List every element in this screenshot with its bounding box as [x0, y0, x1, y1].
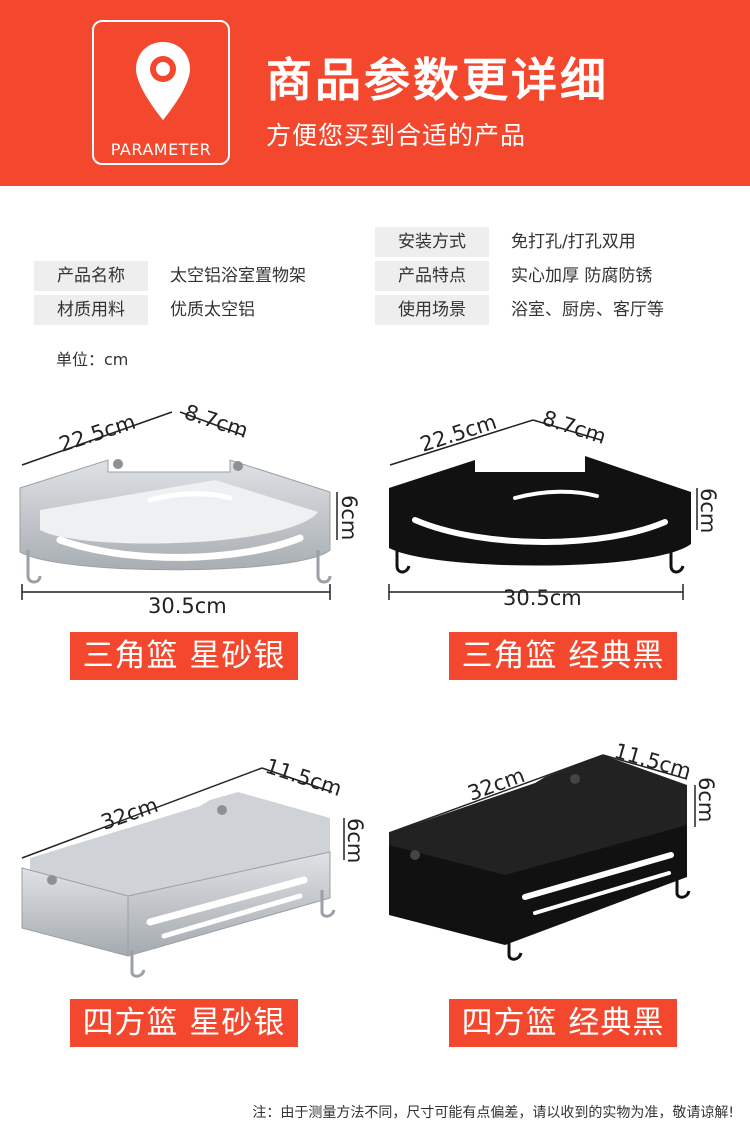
spec-row-material: 材质用料 优质太空铝: [34, 295, 255, 325]
product-image-rectangle-silver: 32cm 11.5cm 6cm: [21, 754, 367, 978]
product-name-triangle-silver: 三角篮 星砂银: [70, 632, 298, 680]
spec-key: 安装方式: [375, 227, 489, 257]
spec-row-scene: 使用场景 浴室、厨房、客厅等: [375, 295, 664, 325]
location-pin-icon: [136, 42, 190, 120]
spec-value: 免打孔/打孔双用: [511, 232, 636, 252]
spec-row-name: 产品名称 太空铝浴室置物架: [34, 261, 306, 291]
header-banner: PARAMETER 商品参数更详细 方便您买到合适的产品: [0, 0, 750, 186]
dim-side: 22.5cm: [56, 410, 138, 457]
dim-width: 30.5cm: [503, 586, 582, 610]
product-image-triangle-black: 22.5cm 8.7cm 30.5cm 6cm: [388, 406, 720, 610]
dim-depth: 8.7cm: [181, 400, 251, 443]
dim-depth: 11.5cm: [262, 754, 344, 801]
dim-depth: 8.7cm: [539, 406, 609, 449]
spec-row-feature: 产品特点 实心加厚 防腐防锈: [375, 261, 652, 291]
spec-row-install: 安装方式 免打孔/打孔双用: [375, 227, 636, 257]
product-image-rectangle-black: 32cm 11.5cm 6cm: [388, 739, 718, 961]
badge-label: PARAMETER: [110, 140, 212, 159]
spec-key: 使用场景: [375, 295, 489, 325]
product-image-triangle-silver: 22.5cm 8.7cm 30.5cm 6cm: [19, 400, 361, 618]
dim-width: 30.5cm: [148, 594, 227, 618]
dim-height: 6cm: [696, 488, 720, 533]
spec-value: 太空铝浴室置物架: [170, 266, 306, 286]
parameter-badge: PARAMETER: [92, 20, 230, 165]
spec-value: 优质太空铝: [170, 300, 255, 320]
spec-value: 实心加厚 防腐防锈: [511, 266, 653, 286]
spec-value: 浴室、厨房、客厅等: [511, 300, 664, 320]
footnote: 注：由于测量方法不同，尺寸可能有点偏差，请以收到的实物为准，敬请谅解!: [252, 1105, 734, 1121]
unit-note: 单位：cm: [56, 350, 129, 369]
product-name-rectangle-silver: 四方篮 星砂银: [70, 999, 298, 1047]
product-name-triangle-black: 三角篮 经典黑: [449, 632, 677, 680]
dim-height: 6cm: [337, 495, 361, 540]
dim-height: 6cm: [694, 777, 718, 822]
page-title: 商品参数更详细: [266, 53, 609, 107]
spec-key: 产品特点: [375, 261, 489, 291]
spec-key: 产品名称: [34, 261, 148, 291]
spec-key: 材质用料: [34, 295, 148, 325]
product-name-rectangle-black: 四方篮 经典黑: [449, 999, 677, 1047]
dim-height: 6cm: [343, 818, 367, 863]
dim-side: 22.5cm: [417, 410, 499, 457]
page-subtitle: 方便您买到合适的产品: [266, 121, 527, 150]
